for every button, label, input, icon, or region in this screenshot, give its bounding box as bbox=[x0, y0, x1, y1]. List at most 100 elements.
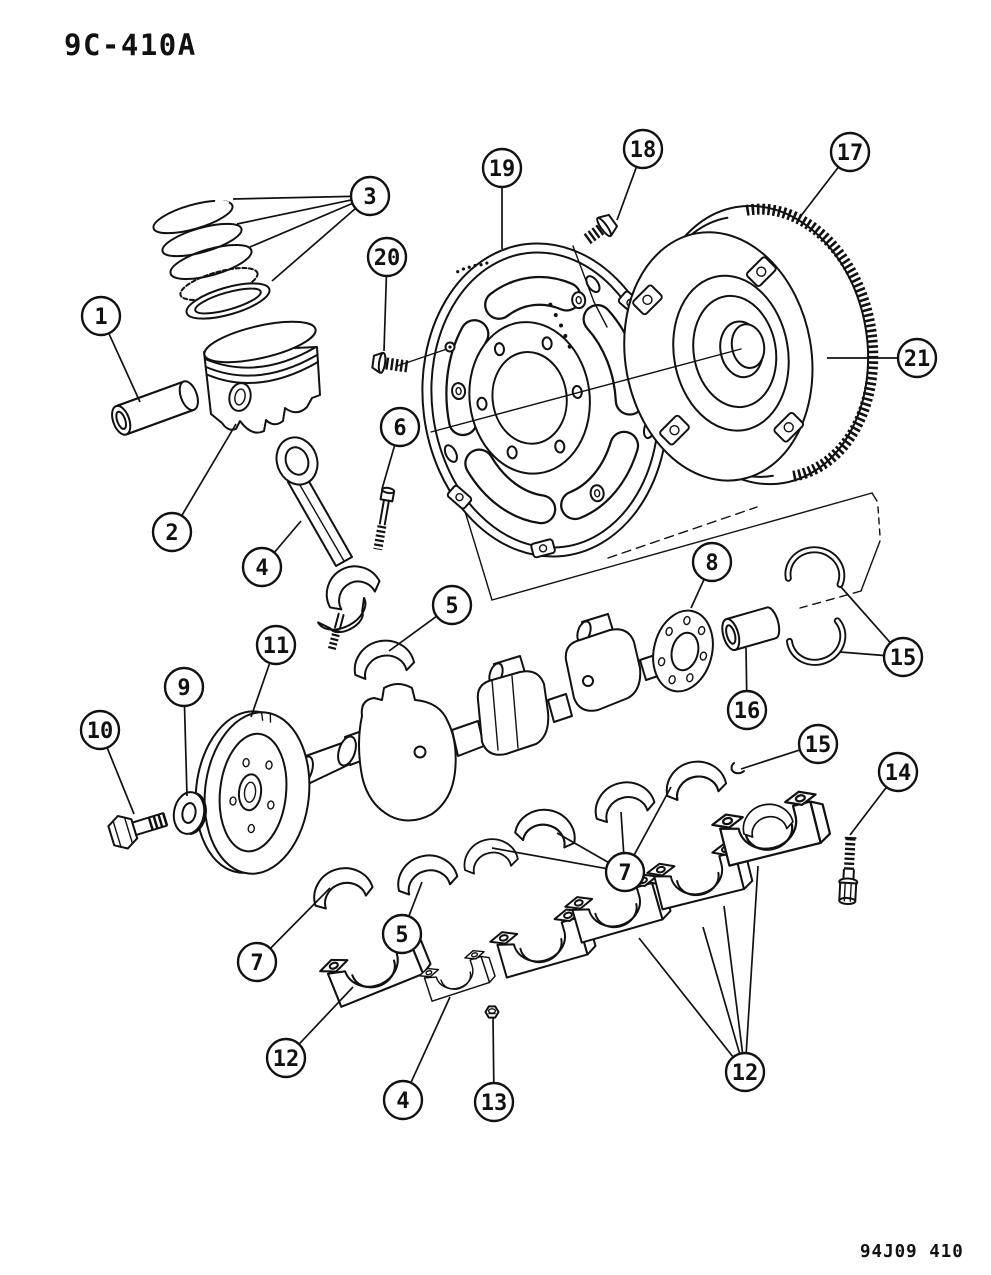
crankshaft-rear-flange bbox=[652, 609, 714, 693]
callout-12: 12 bbox=[265, 986, 354, 1079]
callout-5: 5 bbox=[388, 584, 473, 652]
svg-text:15: 15 bbox=[805, 733, 832, 758]
sheet-code: 94J09 410 bbox=[860, 1242, 964, 1262]
pilot-bushing bbox=[721, 606, 781, 652]
svg-text:1: 1 bbox=[94, 305, 107, 330]
drive-lug bbox=[632, 284, 663, 316]
callout-8: 8 bbox=[690, 541, 733, 609]
svg-text:5: 5 bbox=[445, 594, 458, 619]
stamped-marks bbox=[456, 261, 572, 349]
damper-bolt bbox=[107, 812, 171, 850]
svg-text:11: 11 bbox=[263, 634, 290, 659]
rod-bolt bbox=[373, 486, 396, 551]
damper-washer bbox=[172, 791, 207, 836]
callout-17: 17 bbox=[796, 131, 871, 222]
svg-text:12: 12 bbox=[273, 1047, 300, 1072]
bolt-20-pointer bbox=[396, 348, 448, 367]
compression-ring-3 bbox=[169, 243, 253, 281]
drive-lug bbox=[773, 411, 805, 443]
drive-lug bbox=[745, 256, 777, 287]
callout-18: 18 bbox=[616, 128, 664, 221]
cap-bolt bbox=[838, 836, 859, 905]
rod-cap-bolt bbox=[327, 612, 345, 651]
balance-weight-tab bbox=[530, 538, 556, 559]
svg-text:18: 18 bbox=[630, 138, 657, 163]
callout-4: 4 bbox=[382, 996, 451, 1121]
svg-text:4: 4 bbox=[255, 556, 268, 581]
drive-plate-slots bbox=[445, 275, 645, 525]
callout-6: 6 bbox=[379, 406, 421, 490]
bolt-18-pointer bbox=[572, 245, 608, 328]
svg-text:13: 13 bbox=[481, 1091, 508, 1116]
rod-bearing-cap bbox=[317, 597, 367, 634]
callout-15: 15 bbox=[740, 723, 839, 770]
callout-11: 11 bbox=[250, 624, 297, 718]
thrust-washer-clip bbox=[730, 762, 745, 775]
ring-gear bbox=[745, 203, 879, 482]
drive-plate-bolt bbox=[371, 351, 409, 374]
main-bearing-cap-small bbox=[416, 945, 498, 1004]
svg-text:5: 5 bbox=[395, 923, 408, 948]
svg-text:3: 3 bbox=[363, 185, 376, 210]
svg-text:7: 7 bbox=[250, 951, 263, 976]
callout-20: 20 bbox=[366, 236, 408, 352]
svg-text:17: 17 bbox=[837, 141, 864, 166]
main-bearing-cap-with-shell bbox=[708, 785, 833, 869]
callout-7: 7 bbox=[491, 786, 672, 893]
callout-4: 4 bbox=[241, 520, 302, 588]
callout-5: 5 bbox=[381, 881, 423, 955]
vibration-damper bbox=[194, 710, 311, 875]
balance-weight-tab bbox=[446, 484, 473, 510]
callout-21: 21 bbox=[827, 337, 938, 379]
drive-plate-hub bbox=[468, 321, 591, 475]
compression-ring-1 bbox=[152, 198, 234, 235]
alignment-centerline bbox=[430, 348, 742, 433]
svg-text:21: 21 bbox=[904, 347, 931, 372]
callout-12: 12 bbox=[638, 865, 766, 1093]
callout-2: 2 bbox=[151, 423, 237, 553]
converter-bolt bbox=[581, 213, 619, 246]
callout-3: 3 bbox=[232, 175, 391, 282]
callout-1: 1 bbox=[80, 295, 141, 403]
svg-text:7: 7 bbox=[618, 861, 631, 886]
drive-plate bbox=[421, 242, 669, 559]
svg-text:20: 20 bbox=[374, 246, 401, 271]
callout-7: 7 bbox=[236, 887, 331, 983]
thrust-washer-upper bbox=[784, 546, 846, 588]
svg-text:15: 15 bbox=[890, 646, 917, 671]
svg-text:12: 12 bbox=[732, 1061, 759, 1086]
callout-15: 15 bbox=[839, 586, 924, 678]
callout-13: 13 bbox=[473, 1017, 515, 1123]
svg-text:19: 19 bbox=[489, 157, 516, 182]
main-bearing-caps bbox=[315, 785, 833, 1011]
svg-text:10: 10 bbox=[87, 719, 114, 744]
callout-19: 19 bbox=[481, 147, 523, 249]
crankshaft bbox=[296, 609, 714, 822]
callout-9: 9 bbox=[163, 666, 205, 797]
piston bbox=[203, 320, 321, 434]
compression-ring-2 bbox=[161, 222, 243, 258]
torque-converter bbox=[623, 203, 879, 486]
main-bearing-shells bbox=[305, 755, 729, 913]
callout-10: 10 bbox=[79, 709, 135, 815]
svg-text:16: 16 bbox=[734, 699, 761, 724]
callout-14: 14 bbox=[849, 751, 919, 836]
piston-ring-set bbox=[152, 198, 271, 320]
connecting-rod bbox=[275, 436, 381, 651]
drawing-code: 9C-410A bbox=[64, 28, 197, 62]
svg-text:8: 8 bbox=[705, 551, 718, 576]
panel-outline bbox=[451, 471, 881, 609]
svg-text:2: 2 bbox=[165, 521, 178, 546]
cap-nut bbox=[484, 1005, 500, 1019]
oil-ring-rail bbox=[185, 282, 271, 320]
callout-16: 16 bbox=[726, 647, 768, 731]
drive-lug bbox=[659, 414, 690, 446]
thrust-washer-lower bbox=[785, 617, 847, 666]
piston-pin bbox=[111, 380, 199, 436]
svg-text:14: 14 bbox=[885, 761, 912, 786]
svg-text:4: 4 bbox=[396, 1089, 409, 1114]
svg-text:9: 9 bbox=[177, 676, 190, 701]
